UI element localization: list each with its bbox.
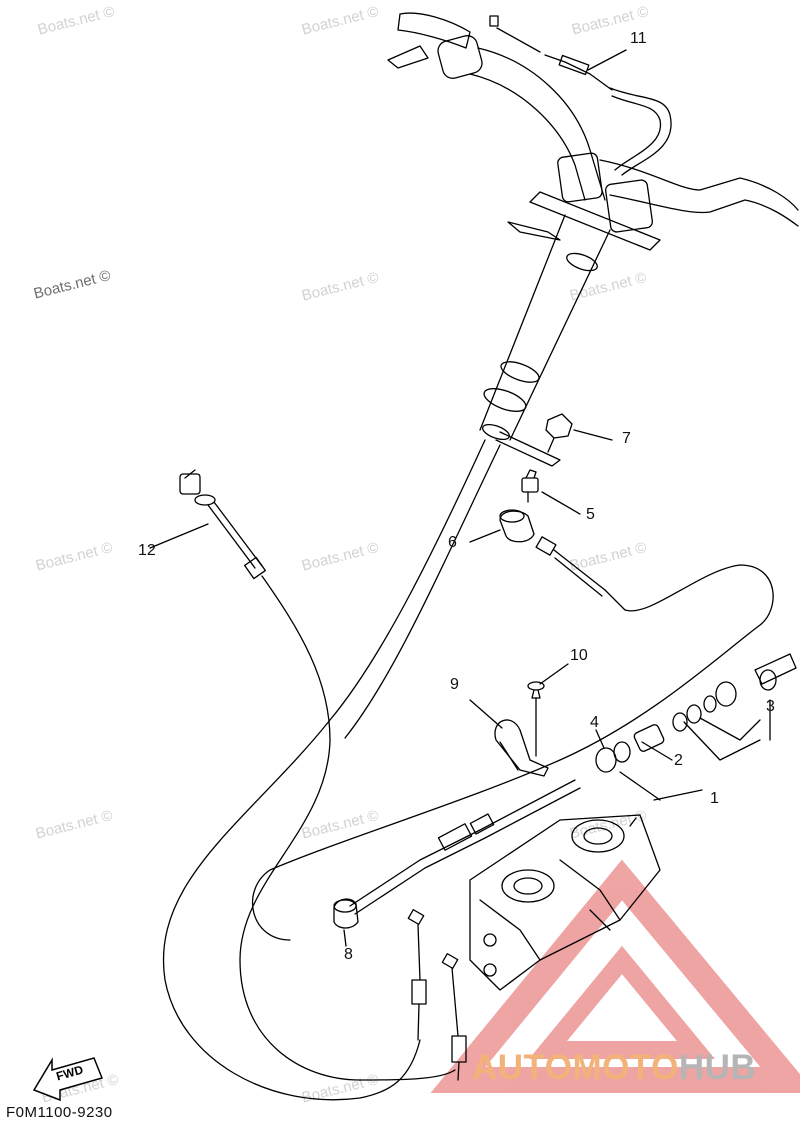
throttle-cable	[489, 15, 672, 176]
diagram-code: F0M1100-9230	[6, 1104, 113, 1121]
callout-12: 12	[138, 542, 156, 559]
lower-cables	[407, 909, 467, 1081]
callout-6: 6	[448, 534, 457, 551]
callout-3: 3	[766, 698, 775, 715]
grommet-6	[499, 509, 535, 543]
callout-11: 11	[630, 30, 647, 47]
fitting-5	[521, 469, 539, 503]
speedometer-cable	[179, 469, 456, 1081]
carburetor-assembly	[469, 814, 661, 991]
handlebar	[387, 12, 799, 251]
steering-column	[479, 214, 611, 467]
callout-1: 1	[710, 790, 719, 807]
fwd-arrow-icon	[32, 1057, 104, 1102]
grommet-8	[333, 898, 359, 929]
callout-2: 2	[674, 752, 683, 769]
brand-part2: HUB	[678, 1048, 757, 1087]
callout-10: 10	[570, 647, 588, 664]
steering-cable	[162, 439, 501, 1101]
callout-5: 5	[586, 506, 595, 523]
brand-logo-icon	[430, 859, 800, 1093]
carb-cable	[349, 779, 581, 915]
callout-7: 7	[622, 430, 631, 447]
screw-10	[527, 681, 545, 757]
bolt-7	[545, 413, 573, 453]
choke-cable	[251, 536, 774, 941]
brand-wordmark: AUTOMOTOHUB	[472, 1048, 756, 1088]
leader-lines	[149, 49, 771, 947]
brand-part1: AUTOMOTO	[472, 1048, 679, 1087]
cable-fittings	[595, 653, 797, 773]
callout-8: 8	[344, 946, 353, 963]
clamp-9	[494, 719, 549, 777]
callout-4: 4	[590, 714, 599, 731]
callout-9: 9	[450, 676, 459, 693]
